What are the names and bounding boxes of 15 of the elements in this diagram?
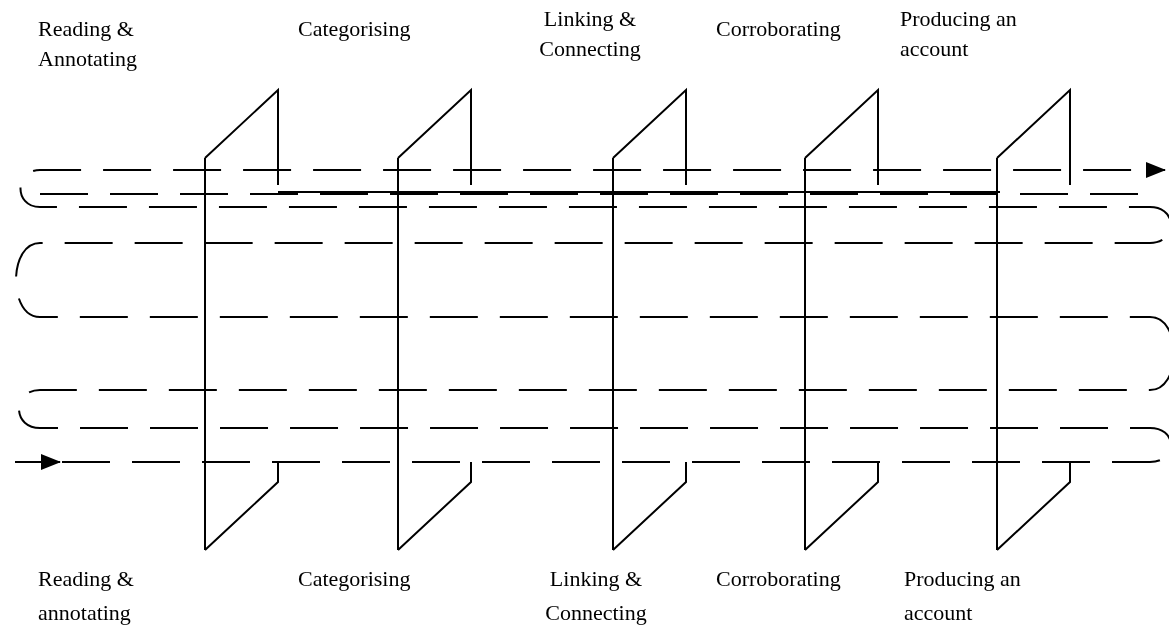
stage-label: Producing an account: [904, 565, 1022, 627]
panel-outline: [997, 90, 1070, 550]
stage-label: Linking & Connecting: [544, 565, 648, 627]
panel-outline: [613, 90, 686, 550]
stage-label: Reading & annotating: [38, 565, 135, 627]
stage-label: Producing an account: [900, 5, 1018, 63]
panel-outline: [398, 90, 471, 550]
stage-label: Categorising: [298, 565, 412, 593]
panel-outline: [805, 90, 878, 550]
stage-label: Corroborating: [716, 565, 842, 593]
panel-outline: [205, 90, 278, 550]
stage-label: Categorising: [298, 15, 412, 43]
stage-label: Corroborating: [716, 15, 842, 43]
stage-label: Reading & Annotating: [38, 15, 138, 73]
stage-label: Linking & Connecting: [538, 5, 642, 63]
